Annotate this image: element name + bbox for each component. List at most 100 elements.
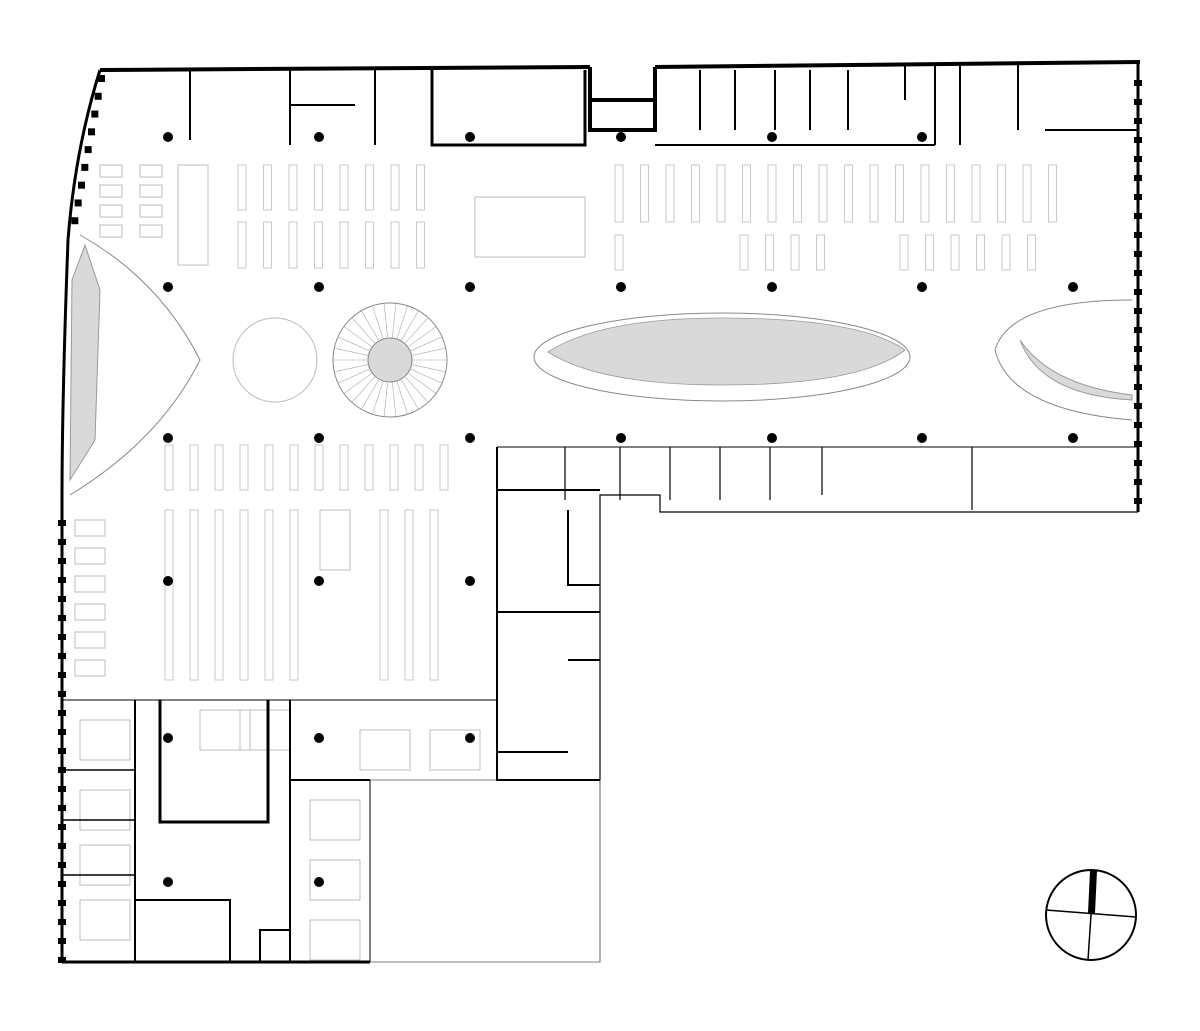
workstation: [74, 575, 106, 593]
column: [465, 132, 475, 142]
window-mullion: [1134, 327, 1142, 333]
window-mullion: [1134, 118, 1142, 124]
desk-row: [416, 164, 425, 211]
desk-row: [997, 164, 1006, 223]
desk-row: [263, 164, 272, 211]
window-mullion: [58, 729, 66, 735]
window-mullion: [74, 199, 82, 207]
window-mullion: [1134, 441, 1142, 447]
desk-row: [1027, 234, 1036, 271]
workstation: [139, 184, 163, 198]
column: [314, 132, 324, 142]
window-mullion: [58, 615, 66, 621]
west-atrium-outline: [69, 234, 201, 496]
stair-core-north: [588, 67, 657, 132]
stair-tread: [337, 368, 371, 384]
stair-tread: [383, 303, 388, 339]
workstation: [74, 519, 106, 537]
desk-row: [264, 509, 274, 681]
desk-row: [314, 444, 324, 491]
workstation: [99, 204, 123, 218]
stair-tread: [411, 347, 446, 356]
north-indicator: [1088, 871, 1097, 913]
desk-row: [739, 234, 749, 271]
column: [465, 433, 475, 443]
window-mullion: [1134, 251, 1142, 257]
desk-row: [614, 164, 624, 223]
window-mullion: [58, 805, 66, 811]
window-mullion: [58, 824, 66, 830]
desk-row: [339, 221, 349, 269]
office-furniture: [79, 899, 131, 941]
desk-row: [429, 509, 439, 681]
window-mullion: [94, 92, 102, 100]
window-mullion: [1134, 479, 1142, 485]
stair-tread: [407, 372, 437, 394]
column: [616, 282, 626, 292]
window-mullion: [58, 900, 66, 906]
window-mullion: [1134, 365, 1142, 371]
stair-tread: [343, 372, 373, 394]
workstation: [139, 204, 163, 218]
desk-row: [1022, 164, 1032, 223]
stair-tread: [400, 378, 419, 410]
stair-tread: [404, 376, 429, 403]
window-mullion: [58, 748, 66, 754]
window-mullion: [58, 843, 66, 849]
desk-row: [899, 234, 909, 271]
south-inner-facade: [599, 494, 1138, 780]
workstation: [74, 547, 106, 565]
column: [767, 282, 777, 292]
window-mullion: [58, 577, 66, 583]
window-mullion: [58, 957, 66, 963]
window-mullion: [58, 862, 66, 868]
round-meeting-area: [232, 317, 318, 403]
window-mullion: [1134, 384, 1142, 390]
column: [314, 877, 324, 887]
office-furniture: [199, 709, 251, 751]
structural-columns: [163, 132, 1078, 887]
courtyard-outline: [370, 779, 601, 963]
office-furniture: [239, 709, 291, 751]
central-atrium-void: [547, 317, 906, 386]
column: [1068, 282, 1078, 292]
desk-row: [818, 164, 828, 223]
stair-tread: [407, 326, 437, 348]
stair-tread: [392, 303, 397, 339]
office-furniture: [359, 729, 411, 771]
stair-tread: [400, 310, 419, 342]
window-mullion: [91, 110, 99, 118]
stair-tread: [383, 381, 388, 417]
column: [616, 433, 626, 443]
desk-row: [164, 444, 174, 491]
window-mullion: [58, 520, 66, 526]
south-office-partitions: [134, 700, 370, 962]
workstation: [99, 224, 123, 238]
desk-row: [189, 444, 199, 491]
west-curved-facade: [60, 69, 102, 501]
column: [163, 282, 173, 292]
spiral-stair-core: [367, 337, 413, 383]
column: [1068, 433, 1078, 443]
stair-tread: [361, 310, 380, 342]
desk-row: [364, 444, 374, 491]
window-mullion: [1134, 403, 1142, 409]
window-mullion: [88, 128, 95, 136]
window-mullion: [58, 881, 66, 887]
desk-row: [414, 444, 424, 491]
column: [163, 877, 173, 887]
desk-row: [189, 509, 199, 681]
stair-tread: [409, 336, 443, 352]
column: [917, 282, 927, 292]
office-furniture: [79, 844, 131, 886]
window-mullion: [58, 672, 66, 678]
desk-row: [314, 164, 323, 211]
stair-tread: [396, 305, 408, 340]
stair-tread: [334, 347, 369, 356]
stair-tread: [409, 368, 443, 384]
desk-row: [214, 444, 224, 491]
desk-row: [237, 164, 247, 211]
desk-row: [765, 234, 774, 271]
window-mullion: [58, 786, 66, 792]
